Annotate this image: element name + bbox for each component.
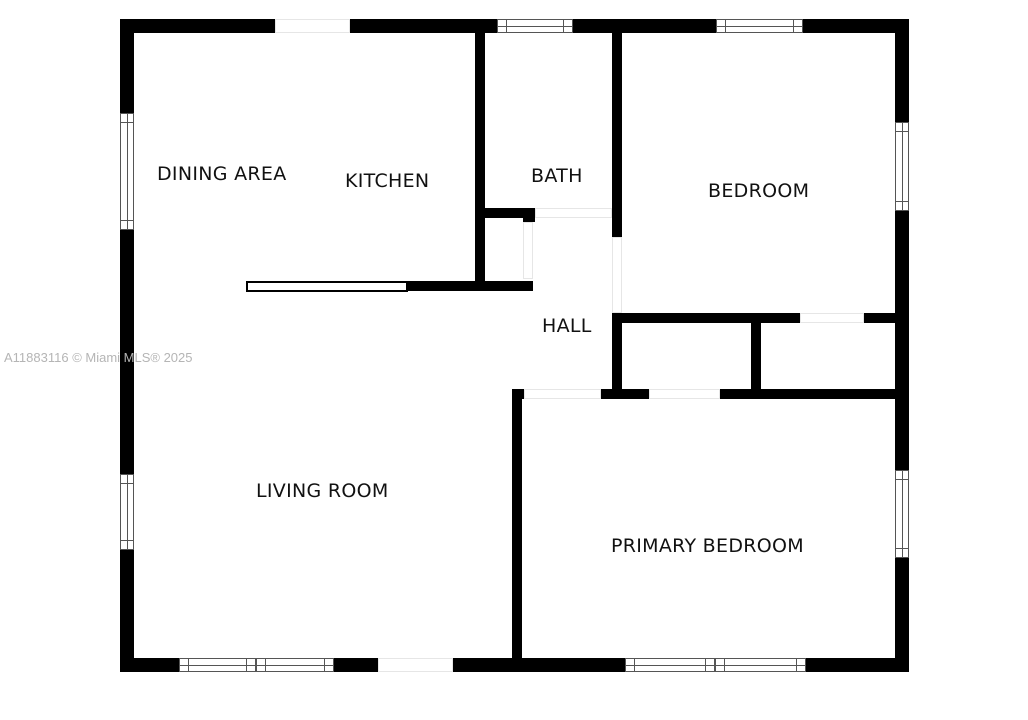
bath-bottom-wall: [485, 208, 535, 218]
primary-window-right: [895, 470, 909, 558]
exterior-wall-top-left: [120, 19, 275, 33]
hall-closet-left-wall: [612, 313, 622, 398]
primary-window-bottom-2: [715, 658, 806, 672]
exterior-wall-top-right-b: [803, 19, 909, 33]
entry-opening-top: [275, 19, 350, 33]
room-label-living: LIVING ROOM: [256, 480, 389, 502]
room-label-kitchen: KITCHEN: [345, 170, 430, 192]
bedroom-window-right: [895, 122, 909, 211]
exterior-wall-right-a: [895, 19, 909, 122]
primary-top-wall-b: [601, 389, 649, 399]
bath-bedroom-wall: [612, 33, 622, 237]
room-label-bath: BATH: [531, 165, 583, 187]
mls-watermark: A11883116 © Miami MLS® 2025: [4, 350, 193, 365]
closet-door-opening: [523, 222, 533, 279]
kitchen-counter: [246, 281, 408, 292]
bedroom-door-opening: [612, 237, 622, 313]
exterior-wall-bottom-d: [806, 658, 909, 672]
closet-opening-left: [649, 389, 720, 399]
room-label-hall: HALL: [542, 315, 592, 337]
bath-window: [497, 19, 573, 33]
room-label-dining: DINING AREA: [157, 163, 287, 185]
exterior-wall-bottom-b: [334, 658, 378, 672]
primary-door-opening: [524, 389, 601, 399]
primary-window-bottom-1: [625, 658, 715, 672]
bath-door-opening: [535, 208, 612, 218]
bedroom-bottom-wall: [612, 313, 800, 323]
kitchen-bath-wall: [475, 33, 485, 289]
dining-window: [120, 113, 134, 230]
room-label-bedroom: BEDROOM: [708, 180, 810, 202]
entry-opening-bottom: [378, 658, 453, 672]
exterior-wall-top-right-a: [573, 19, 718, 33]
exterior-wall-left-a: [120, 19, 134, 113]
room-label-primary: PRIMARY BEDROOM: [611, 535, 804, 557]
exterior-wall-left-b: [120, 230, 134, 474]
kitchen-lower-wall: [407, 281, 533, 291]
living-window-left: [120, 474, 134, 550]
closet-divider-wall: [751, 323, 761, 398]
closet-opening-right: [800, 313, 864, 323]
exterior-wall-right-b: [895, 211, 909, 470]
exterior-wall-bottom-a: [120, 658, 179, 672]
exterior-wall-bottom-c: [453, 658, 625, 672]
living-primary-wall: [512, 389, 522, 658]
exterior-wall-left-c: [120, 550, 134, 672]
exterior-wall-right-c: [895, 558, 909, 672]
primary-top-wall-c: [720, 389, 895, 399]
living-window-bottom-2: [256, 658, 334, 672]
exterior-wall-top-mid: [350, 19, 500, 33]
bedroom-bottom-wall-end: [864, 313, 895, 323]
living-window-bottom-1: [179, 658, 256, 672]
bedroom-window-top: [716, 19, 803, 33]
bath-door-jamb: [523, 208, 535, 222]
